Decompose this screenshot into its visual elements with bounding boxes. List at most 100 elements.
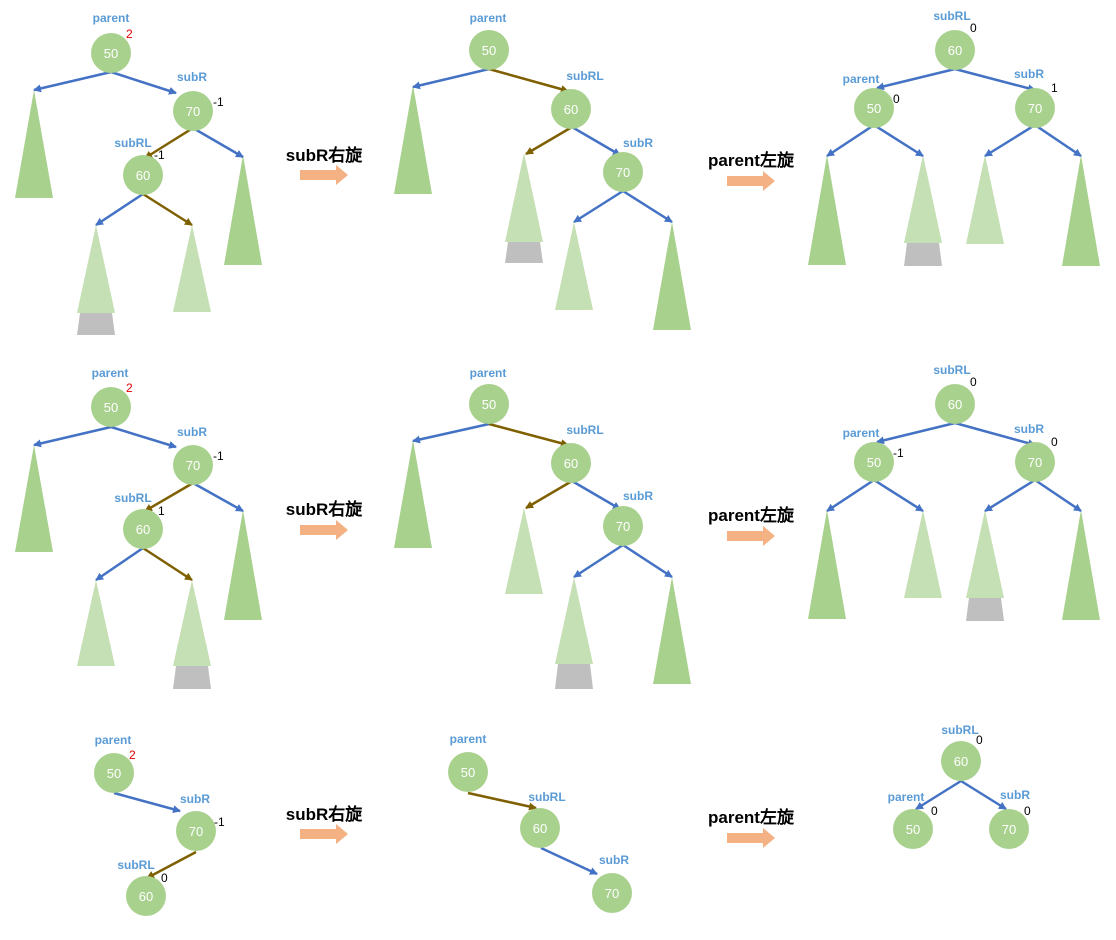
r2b-node-60-value: 60: [564, 456, 578, 471]
r2a-subtree-a: [15, 445, 53, 552]
r2b-new-node-c: [555, 664, 593, 689]
r1c-subtree-d: [1062, 155, 1100, 266]
r3b-node-60-value: 60: [533, 821, 547, 836]
r1a-subtree-a: [15, 90, 53, 198]
r1c-subtree-a: [808, 155, 846, 265]
r2a-label-subRL: subRL: [114, 491, 151, 505]
r3b-node-50: 50: [448, 752, 488, 792]
r1c-node-60: 60: [935, 30, 975, 70]
r1a-bf-subR: -1: [213, 95, 224, 109]
r2c-node-60: 60: [935, 384, 975, 424]
r1a-label-parent: parent: [93, 11, 130, 25]
r1a-subtree-c: [173, 225, 211, 312]
r1c-edge-60-50: [876, 67, 956, 91]
r1c-label-parent: parent: [843, 72, 880, 86]
r2a-node-60: 60: [123, 509, 163, 549]
r2c-bf-subRL: 0: [970, 375, 977, 389]
r2a-subtree-c: [173, 580, 211, 666]
r3a-edge-70-60: [146, 850, 197, 880]
r3a-node-60: 60: [126, 876, 166, 916]
r2b-subtree-c: [555, 577, 593, 664]
r2a-subtree-b: [77, 580, 115, 666]
r2a-edge-60-b: [95, 546, 144, 582]
r1a-edge-60-c: [142, 192, 193, 227]
r1c-edge-60-70: [954, 67, 1036, 93]
r1b-subtree-c: [555, 222, 593, 310]
r2a-bf-subRL: 1: [158, 504, 165, 518]
r1b-new-node-b: [505, 242, 543, 263]
r1b-edge-60-b: [525, 125, 573, 156]
r2b-node-50-value: 50: [482, 397, 496, 412]
r1a-bf-subRL: -1: [154, 148, 165, 162]
r2c-node-50-value: 50: [867, 455, 881, 470]
r1b-subtree-a: [394, 85, 432, 194]
r2c-label-parent: parent: [843, 426, 880, 440]
r3-step-right-arrow: [300, 824, 348, 844]
diagram-text: parent subR subRL 2 -1 -1 subR右旋 parent subRL sub…: [92, 9, 1058, 885]
diagram-shapes: [15, 85, 1100, 848]
r3b-node-60: 60: [520, 808, 560, 848]
r2b-edge-70-d: [622, 543, 673, 579]
r2b-subtree-a: [394, 440, 432, 548]
r1a-node-60: 60: [123, 155, 163, 195]
r3a-bf-parent: 2: [129, 748, 136, 762]
r1b-edge-50-a: [412, 67, 490, 90]
r1a-edge-50-a: [33, 70, 112, 93]
r2c-node-70-value: 70: [1028, 455, 1042, 470]
r1b-edge-50-60: [488, 67, 569, 93]
r3a-node-70-value: 70: [189, 824, 203, 839]
r2-step-left: parent左旋: [708, 505, 795, 525]
r1-step-left-arrow: [727, 171, 775, 191]
r1-step-right: subR右旋: [286, 145, 363, 165]
r2b-edge-60-70: [571, 479, 621, 511]
r1a-node-70-value: 70: [186, 104, 200, 119]
r1c-edge-70-c: [984, 123, 1036, 158]
r2b-node-60: 60: [551, 443, 591, 483]
r3c-node-50: 50: [893, 809, 933, 849]
r2c-node-70: 70: [1015, 442, 1055, 482]
r2c-new-node-c: [966, 598, 1004, 621]
r1a-label-subRL: subRL: [114, 136, 151, 150]
r3a-bf-subR: -1: [214, 815, 225, 829]
r1b-subtree-d: [653, 222, 691, 330]
r3b-node-70-value: 70: [605, 886, 619, 901]
r2a-edge-70-d: [192, 481, 244, 513]
r1a-subtree-d: [224, 155, 262, 265]
r2a-edge-50-a: [33, 425, 112, 448]
r1b-label-subR: subR: [623, 136, 653, 150]
r3a-edge-50-70: [113, 791, 181, 814]
r1b-node-60: 60: [551, 89, 591, 129]
r1b-subtree-b: [505, 153, 543, 242]
r2a-node-70-value: 70: [186, 458, 200, 473]
r3a-node-60-value: 60: [139, 889, 153, 904]
r2c-edge-50-a: [826, 478, 875, 513]
r2c-label-subRL: subRL: [933, 363, 970, 377]
r1b-label-subRL: subRL: [566, 69, 603, 83]
r1a-edge-70-60: [144, 126, 194, 160]
r1c-node-70: 70: [1015, 88, 1055, 128]
r1a-node-70: 70: [173, 91, 213, 131]
diagram-edges: [33, 67, 1082, 880]
r2a-node-70: 70: [173, 445, 213, 485]
r2b-edge-70-c: [573, 543, 624, 579]
r2b-node-70-value: 70: [616, 519, 630, 534]
r3b-node-50-value: 50: [461, 765, 475, 780]
r2c-bf-subR: 0: [1051, 435, 1058, 449]
r1b-edge-60-70: [571, 125, 621, 157]
r3b-edge-50-60: [467, 791, 537, 811]
r1a-edge-70-d: [192, 126, 244, 159]
r2c-node-50: 50: [854, 442, 894, 482]
r3-step-right: subR右旋: [286, 804, 363, 824]
r1a-node-60-value: 60: [136, 168, 150, 183]
r1c-new-node-b: [904, 243, 942, 266]
r2c-edge-70-c: [984, 478, 1036, 513]
r2-step-left-arrow: [727, 526, 775, 546]
r2-step-right: subR右旋: [286, 499, 363, 519]
r2a-edge-60-c: [142, 546, 193, 582]
r3c-label-parent: parent: [888, 790, 925, 804]
r3b-label-parent: parent: [450, 732, 487, 746]
r3c-bf-parent: 0: [931, 804, 938, 818]
r2c-edge-60-70: [954, 421, 1036, 448]
